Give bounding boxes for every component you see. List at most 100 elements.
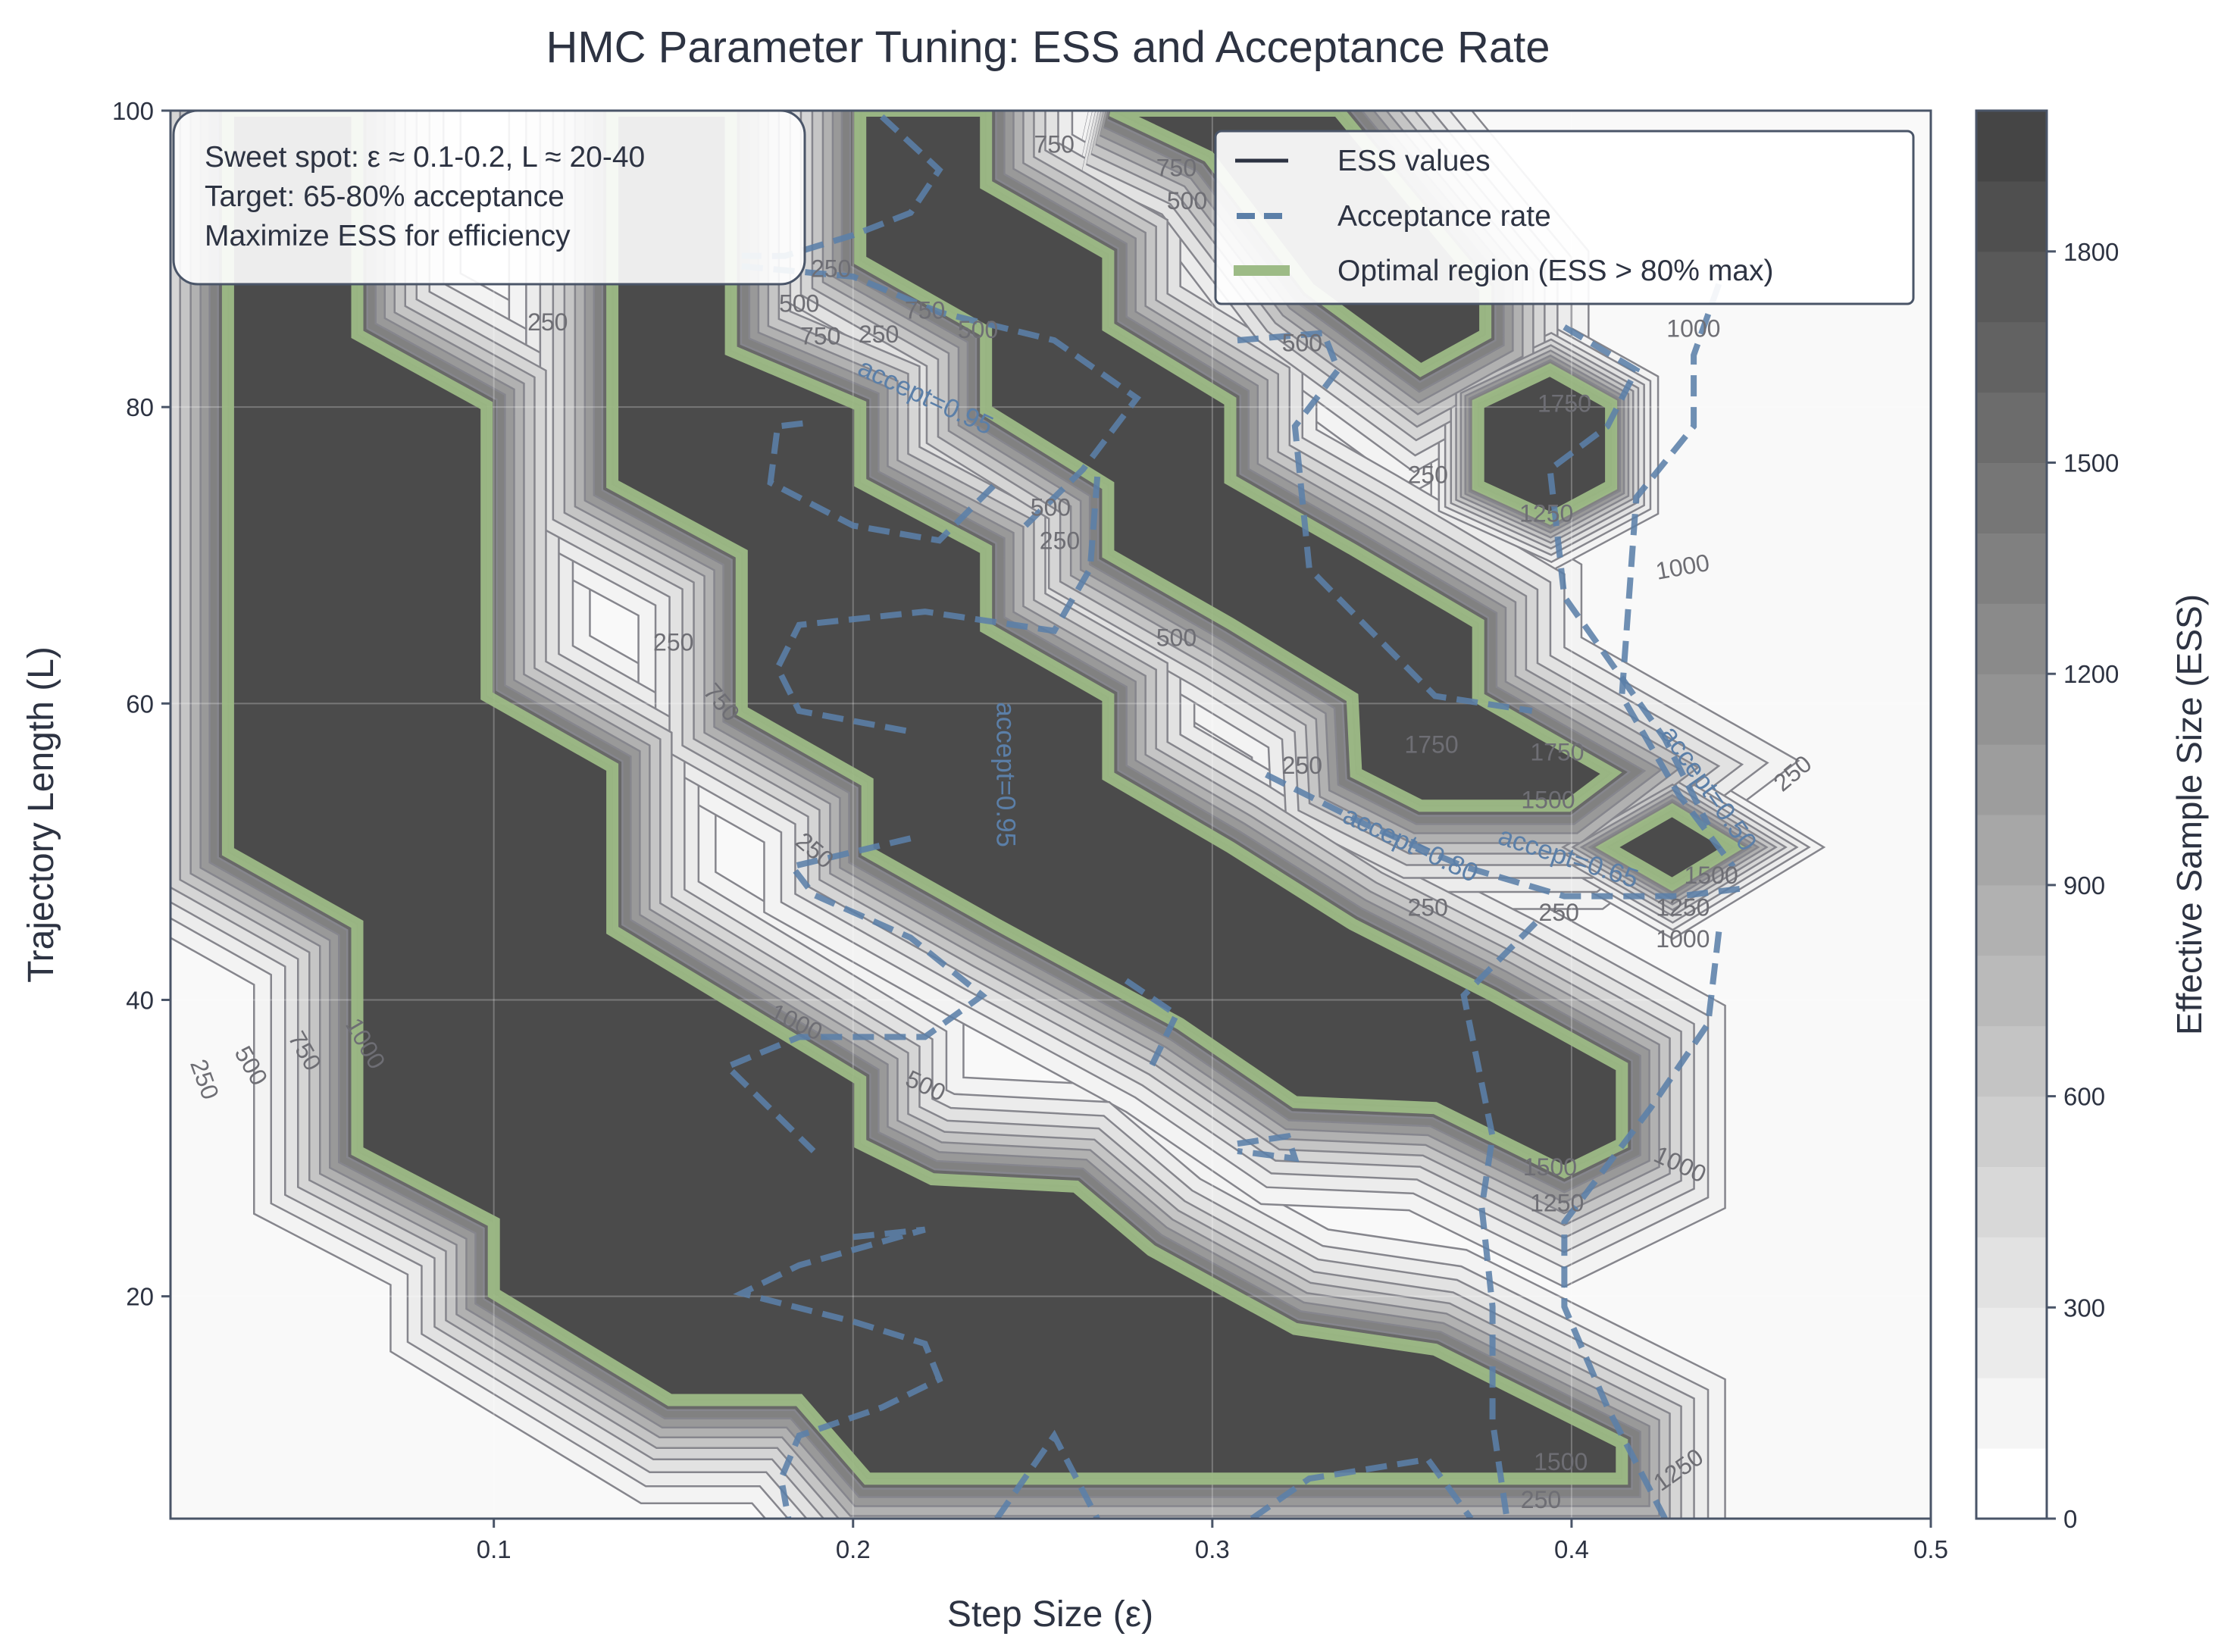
acceptance-contour-line: [1237, 1132, 1300, 1162]
ess-label-group: 1250: [1519, 499, 1573, 527]
colorbar-band: [1976, 392, 2047, 463]
plot-frame: [169, 109, 1932, 1520]
ess-label-group: 1750: [1530, 738, 1584, 765]
ess-label-group: 750: [1034, 130, 1075, 158]
legend-label-ess: ESS values: [1337, 145, 1491, 177]
ess-contour-label: 250: [1040, 527, 1080, 555]
colorbar-band: [1976, 674, 2047, 745]
ess-label-group: 500: [1156, 624, 1197, 652]
ess-label-group: 1250: [1656, 894, 1710, 921]
ess-label-group: 500: [1282, 329, 1322, 356]
ess-contour-label: 1250: [1530, 1189, 1584, 1216]
colorbar-band: [1976, 1378, 2047, 1449]
ess-label-group: 500: [958, 316, 998, 343]
ess-contour-label: 1500: [1523, 1153, 1577, 1181]
y-tick-label: 100: [112, 97, 154, 125]
annotation-box: Sweet spot: ε ≈ 0.1-0.2, L ≈ 20-40 Targe…: [172, 109, 806, 286]
acceptance-contour-line: [767, 420, 1000, 544]
optimal-outline-band-3: [854, 111, 1622, 812]
acceptance-contour-line: [741, 263, 1141, 528]
x-tick-label: 0.5: [1913, 1535, 1948, 1563]
ess-contour-label: 750: [905, 296, 945, 324]
acceptance-contour-line: [774, 476, 1101, 735]
acceptance-contour-line: [994, 1429, 1100, 1519]
ess-label-group: 250: [653, 629, 693, 656]
colorbar-band: [1976, 321, 2047, 393]
ess-contour-label: 750: [1156, 155, 1197, 182]
ess-contour-label: 250: [859, 321, 899, 348]
x-tick-label: 0.1: [477, 1535, 511, 1563]
colorbar-tick-label: 300: [2063, 1294, 2105, 1322]
ess-contour-label: 1500: [1521, 787, 1575, 814]
ess-contour-label: 250: [653, 629, 693, 656]
colorbar-band: [1976, 533, 2047, 604]
ess-label-group: 500: [779, 289, 819, 317]
ess-label-group: 500: [1167, 187, 1207, 214]
acceptance-label-group: accept=0.95: [991, 702, 1021, 847]
colorbar-band: [1976, 1166, 2047, 1237]
acceptance-contour-label: accept=0.95: [991, 702, 1021, 847]
ess-contour-label: 500: [1156, 624, 1197, 652]
y-tick-label: 20: [126, 1283, 154, 1311]
colorbar-tick-label: 900: [2063, 871, 2105, 900]
ess-label-group: 250: [1282, 752, 1322, 779]
annotation-line-1: Sweet spot: ε ≈ 0.1-0.2, L ≈ 20-40: [205, 141, 645, 174]
ess-contour-label: 250: [1408, 894, 1448, 921]
optimal-outline-peak-hexagon: [1472, 363, 1618, 525]
acceptance-contours: [721, 114, 1741, 1519]
colorbar-band: [1976, 744, 2047, 815]
ess-contour-label: 250: [527, 308, 568, 336]
ess-contour-label: 750: [800, 323, 840, 350]
ess-label-group: 250: [1539, 899, 1579, 926]
colorbar-band: [1976, 1237, 2047, 1308]
ess-contour-label: 250: [811, 255, 851, 283]
acceptance-contour-line: [1619, 283, 1736, 868]
y-tick-label: 40: [126, 986, 154, 1014]
x-tick-label: 0.3: [1195, 1535, 1230, 1563]
legend-label-acceptance: Acceptance rate: [1337, 200, 1551, 233]
colorbar-band: [1976, 884, 2047, 956]
ess-label-group: 1000: [1666, 314, 1720, 342]
ess-contour-label: 500: [1167, 187, 1207, 214]
ess-contour-label: 250: [1539, 899, 1579, 926]
colorbar-band: [1976, 1025, 2047, 1097]
ess-contour-label: 250: [1521, 1486, 1561, 1513]
colorbar-band: [1976, 603, 2047, 674]
y-axis-label: Trajectory Length (L): [21, 646, 61, 983]
colorbar-frame: [1975, 109, 2048, 1520]
acceptance-contour-line: [1237, 330, 1533, 715]
x-axis-label: Step Size (ε): [947, 1594, 1153, 1635]
colorbar-label: Effective Sample Size (ESS): [2170, 594, 2209, 1035]
colorbar-band: [1976, 462, 2047, 533]
acceptance-contour-line: [1460, 920, 1538, 1519]
acceptance-contour-line: [733, 1226, 943, 1519]
ess-contour-label: 1000: [1656, 925, 1710, 953]
colorbar-tick-label: 1200: [2063, 660, 2119, 688]
ess-contour-label: 500: [1031, 494, 1071, 521]
optimal-outline-peak-diamond: [1595, 803, 1745, 892]
acceptance-contour-line: [1561, 931, 1722, 1519]
legend: ESS values Acceptance rate Optimal regio…: [1214, 130, 1915, 305]
colorbar-band: [1976, 111, 2047, 182]
ess-label-group: 1750: [1404, 731, 1458, 758]
ess-label-group: 250: [1408, 461, 1448, 489]
colorbar-band: [1976, 251, 2047, 323]
ess-label-group: 250: [527, 308, 568, 336]
colorbar-tick-label: 1800: [2063, 238, 2119, 266]
ess-contour-label: 1750: [1404, 731, 1458, 758]
ess-label-group: 1500: [1534, 1448, 1588, 1475]
ess-label-group: 1000: [1656, 925, 1710, 953]
ess-contour-label: 500: [958, 316, 998, 343]
ess-label-group: 1500: [1685, 862, 1738, 889]
ess-label-group: 250: [1040, 527, 1080, 555]
ess-contour-label: 1750: [1530, 738, 1584, 765]
ess-contour-label: 250: [1408, 461, 1448, 489]
ess-label-group: 250: [1521, 1486, 1561, 1513]
colorbar-band: [1976, 815, 2047, 886]
colorbar-band: [1976, 1096, 2047, 1167]
annotation-line-3: Maximize ESS for efficiency: [205, 220, 571, 252]
